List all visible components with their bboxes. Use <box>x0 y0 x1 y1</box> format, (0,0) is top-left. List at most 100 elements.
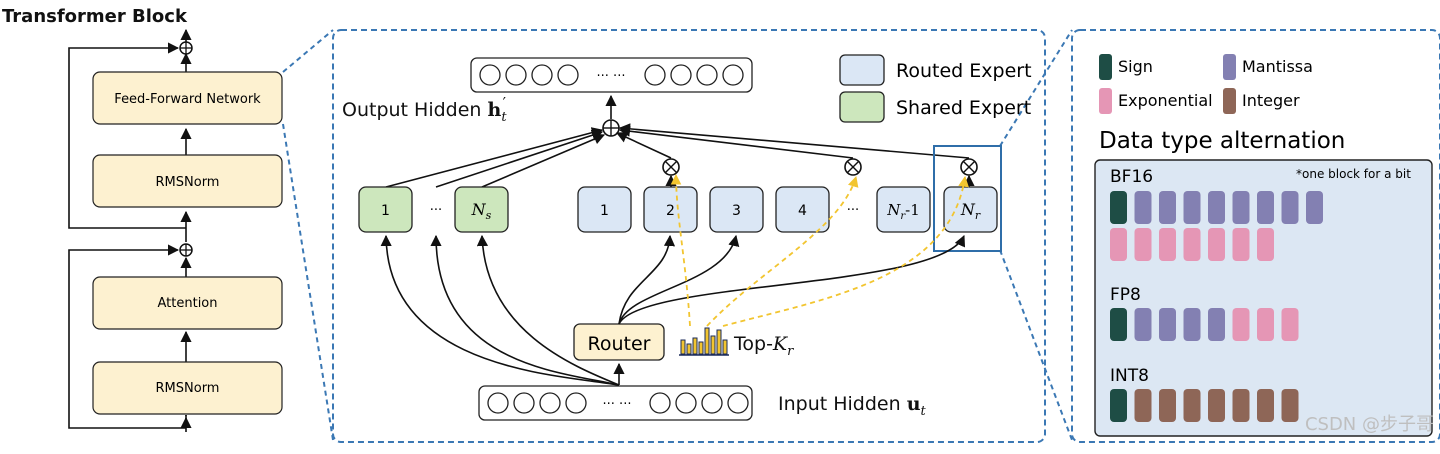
fp8-sign-bit <box>1110 308 1127 341</box>
input-hidden-label: Input Hidden ut <box>778 393 927 419</box>
svg-text:Nr-1: Nr-1 <box>886 201 920 222</box>
attention-label: Attention <box>158 296 218 311</box>
rmsnorm-bottom-label: RMSNorm <box>156 381 220 396</box>
bf16-label: BF16 <box>1110 167 1153 187</box>
datatype-bits-panel <box>1094 159 1433 437</box>
output-dots: ··· ··· <box>597 69 626 84</box>
input-dots: ··· ··· <box>603 397 632 412</box>
gate-multiply-icon <box>662 158 680 176</box>
bf16-mantissa-bit <box>1232 191 1250 224</box>
bf16-exponential-bit <box>1257 228 1274 261</box>
int8-integer-bit <box>1257 389 1274 422</box>
ffn-box: Feed-Forward Network <box>92 71 283 125</box>
fp8-exponential-bit <box>1281 308 1299 341</box>
int8-integer-bit <box>1232 389 1250 422</box>
routed-expert-nr-minus-1: Nr-1 <box>876 186 931 233</box>
block-title: Transformer Block <box>2 6 188 27</box>
bf16-exponential-bit <box>1134 228 1152 261</box>
fp8-mantissa-bit <box>1159 308 1176 341</box>
int8-integer-bit <box>1159 389 1176 422</box>
bf16-exponential-bit <box>1232 228 1250 261</box>
svg-text:3: 3 <box>732 203 741 219</box>
block-connectors <box>68 28 192 432</box>
rmsnorm-top-label: RMSNorm <box>156 175 220 190</box>
output-hidden-label: Output Hidden ht′ <box>342 94 507 125</box>
rmsnorm-bottom-box: RMSNorm <box>92 361 283 415</box>
svg-text:Exponential: Exponential <box>1118 91 1213 110</box>
router-label: Router <box>588 333 651 355</box>
fp8-mantissa-bit <box>1134 308 1152 341</box>
fp8-label: FP8 <box>1110 285 1141 305</box>
shared-expert-ns: Ns <box>454 186 509 233</box>
bf16-exponential-bit <box>1208 228 1225 261</box>
attention-box: Attention <box>92 276 283 330</box>
bf16-exponential-bit <box>1110 228 1127 261</box>
datatype-title: Data type alternation <box>1099 128 1345 154</box>
svg-text:Nr: Nr <box>960 200 981 222</box>
fp8-exponential-bit <box>1232 308 1250 341</box>
legend-shared: Shared Expert <box>839 91 1031 123</box>
int8-integer-bit <box>1183 389 1201 422</box>
watermark: CSDN @步子哥 <box>1305 414 1434 435</box>
int8-integer-bit <box>1281 389 1299 422</box>
routed-expert-nr: Nr <box>943 186 998 233</box>
fp8-mantissa-bit <box>1208 308 1225 341</box>
bf16-mantissa-bit <box>1208 191 1225 224</box>
bf16-exponential-bit <box>1159 228 1176 261</box>
zoom-highlight-box <box>933 145 1002 252</box>
routed-ellipsis: ··· <box>847 203 859 218</box>
bf16-exponential-bit <box>1183 228 1201 261</box>
fp8-mantissa-bit <box>1183 308 1201 341</box>
int8-sign-bit <box>1110 389 1127 422</box>
svg-text:Sign: Sign <box>1118 57 1153 76</box>
int8-label: INT8 <box>1110 366 1149 386</box>
router-box: Router <box>573 323 665 361</box>
one-block-note: *one block for a bit <box>1296 167 1411 181</box>
svg-text:Mantissa: Mantissa <box>1242 57 1313 76</box>
legend-mantissa: Mantissa <box>1223 54 1313 80</box>
rmsnorm-top-box: RMSNorm <box>92 154 283 208</box>
legend-integer: Integer <box>1223 88 1300 114</box>
svg-text:Integer: Integer <box>1242 91 1300 110</box>
routed-expert-1: 1 <box>577 186 632 233</box>
svg-text:4: 4 <box>798 203 807 219</box>
shared-ellipsis: ··· <box>430 203 442 218</box>
residual-add-top-icon <box>179 41 193 55</box>
legend-exponential: Exponential <box>1099 88 1213 114</box>
ffn-label: Feed-Forward Network <box>114 92 261 107</box>
bits-layer <box>1110 191 1323 422</box>
legend-routed: Routed Expert <box>839 54 1032 86</box>
legend-sign: Sign <box>1099 54 1153 80</box>
moe-panel <box>332 29 1046 443</box>
histogram-icon <box>679 327 729 356</box>
svg-text:Ns: Ns <box>471 200 492 222</box>
svg-text:2: 2 <box>666 203 675 219</box>
bf16-mantissa-bit <box>1281 191 1299 224</box>
legend-shared-label: Shared Expert <box>896 97 1031 119</box>
datatype-panel <box>1071 29 1440 443</box>
routed-expert-4: 4 <box>775 186 830 233</box>
shared-expert-1: 1 <box>358 186 413 233</box>
routed-expert-2: 2 <box>643 186 698 233</box>
input-to-shared-arrows <box>380 234 620 386</box>
aggregate-add-icon <box>602 119 620 137</box>
gate-multiply-icon <box>844 158 862 176</box>
input-hidden-vector: ··· ··· <box>478 385 753 421</box>
gating-dashed-arrows <box>670 173 969 327</box>
bf16-mantissa-bit <box>1183 191 1201 224</box>
int8-integer-bit <box>1134 389 1152 422</box>
bf16-mantissa-bit <box>1306 191 1323 224</box>
aggregate-arrows <box>385 123 975 188</box>
fp8-exponential-bit <box>1257 308 1274 341</box>
residual-add-bottom-icon <box>179 243 193 257</box>
bf16-sign-bit <box>1110 191 1127 224</box>
legend-routed-label: Routed Expert <box>896 60 1032 82</box>
zoom-lines <box>282 29 1073 441</box>
bf16-mantissa-bit <box>1134 191 1152 224</box>
output-hidden-vector: ··· ··· <box>470 57 753 93</box>
gate-multiply-icon <box>960 158 978 176</box>
bf16-mantissa-bit <box>1257 191 1274 224</box>
bf16-mantissa-bit <box>1159 191 1176 224</box>
svg-text:1: 1 <box>600 203 609 219</box>
